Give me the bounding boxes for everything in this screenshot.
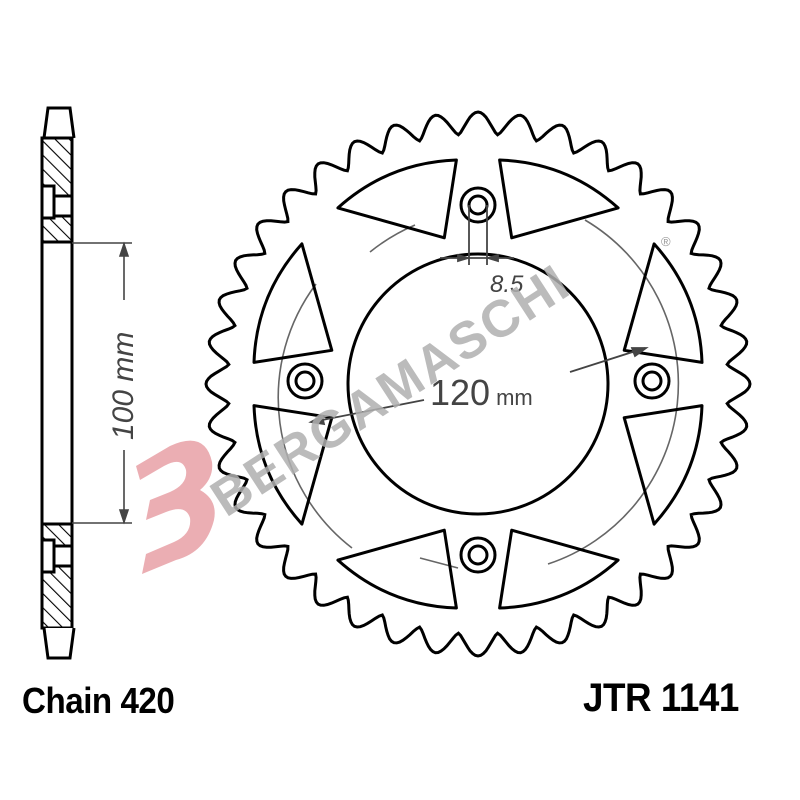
bolt-hole-top bbox=[459, 186, 497, 224]
lightening-hole bbox=[336, 158, 458, 240]
pcd-value: 120 bbox=[430, 372, 490, 413]
lightening-hole bbox=[622, 404, 704, 526]
lightening-hole bbox=[498, 158, 620, 240]
lightening-hole bbox=[498, 528, 620, 610]
lightening-hole bbox=[336, 528, 458, 610]
bolt-hole-dimension bbox=[440, 205, 514, 265]
registered-mark: ® bbox=[661, 234, 671, 249]
width-dimension bbox=[72, 241, 132, 525]
lightening-hole bbox=[252, 404, 334, 526]
pcd-dimension bbox=[308, 347, 649, 426]
lightening-holes bbox=[252, 158, 704, 610]
bolt-hole-dimension-label: 8.5 bbox=[490, 271, 524, 298]
width-dimension-label: 100 mm bbox=[107, 332, 140, 440]
chain-size-label: Chain 420 bbox=[22, 680, 175, 721]
bolt-hole-left bbox=[286, 362, 324, 400]
lightening-hole bbox=[252, 242, 334, 364]
bergamaschi-logo-icon bbox=[136, 440, 215, 574]
bolt-hole-bottom bbox=[459, 536, 497, 574]
bolt-holes bbox=[286, 186, 671, 574]
bolt-hole-right bbox=[633, 362, 671, 400]
sprocket-teeth-outline bbox=[204, 110, 752, 658]
part-number-label: JTR 1141 bbox=[583, 676, 739, 720]
lightening-hole bbox=[622, 242, 704, 364]
side-profile bbox=[40, 106, 76, 660]
center-bore bbox=[346, 252, 610, 516]
